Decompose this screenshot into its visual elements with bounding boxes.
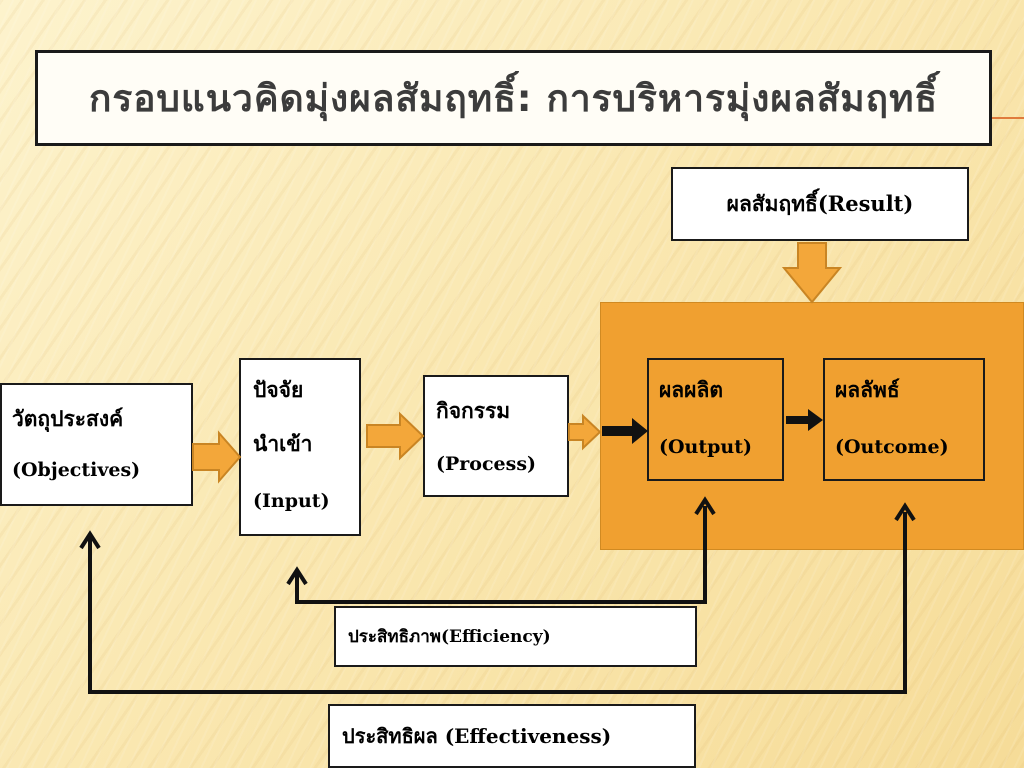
objectives-thai: วัตถุประสงค์	[12, 406, 124, 431]
result-label: ผลสัมฤทธิ์(Result)	[726, 190, 914, 216]
input-english: (Input)	[253, 490, 330, 512]
process-thai: กิจกรรม	[436, 398, 511, 423]
into-output-black-arrow	[602, 418, 648, 444]
output-to-outcome-black-arrow	[786, 409, 823, 431]
effectiveness-arrowhead-objectives	[79, 530, 101, 550]
input-box: ปัจจัย นำเข้า (Input)	[239, 358, 361, 536]
output-english: (Output)	[659, 436, 752, 458]
page-title: กรอบแนวคิดมุ่งผลสัมฤทธิ์: การบริหารมุ่งผ…	[88, 76, 939, 120]
result-down-arrow	[781, 242, 843, 304]
output-box: ผลผลิต (Output)	[647, 358, 784, 481]
effectiveness-label: ประสิทธิผล (Effectiveness)	[342, 724, 612, 748]
output-thai: ผลผลิต	[659, 377, 723, 402]
input-line2: นำเข้า	[253, 431, 313, 456]
efficiency-label: ประสิทธิภาพ(Efficiency)	[348, 627, 551, 647]
outcome-box: ผลลัพธ์ (Outcome)	[823, 358, 985, 481]
title-accent-line	[992, 117, 1024, 119]
process-box: กิจกรรม (Process)	[423, 375, 569, 497]
efficiency-box: ประสิทธิภาพ(Efficiency)	[334, 606, 697, 667]
objectives-english: (Objectives)	[12, 459, 141, 481]
process-to-output-arrow	[568, 413, 602, 451]
effectiveness-arrowhead-outcome	[894, 502, 916, 522]
efficiency-arrowhead-output	[694, 496, 716, 516]
effectiveness-box: ประสิทธิผล (Effectiveness)	[328, 704, 696, 768]
effectiveness-feedback-line	[88, 512, 907, 694]
process-english: (Process)	[436, 453, 537, 475]
input-to-process-arrow	[366, 411, 425, 461]
efficiency-arrowhead-input	[286, 566, 308, 586]
input-line1: ปัจจัย	[253, 377, 304, 402]
result-box: ผลสัมฤทธิ์(Result)	[671, 167, 969, 241]
outcome-english: (Outcome)	[835, 436, 949, 458]
objectives-to-input-arrow	[192, 430, 242, 484]
title-box: กรอบแนวคิดมุ่งผลสัมฤทธิ์: การบริหารมุ่งผ…	[35, 50, 992, 146]
outcome-thai: ผลลัพธ์	[835, 377, 900, 402]
efficiency-feedback-line	[295, 506, 707, 604]
